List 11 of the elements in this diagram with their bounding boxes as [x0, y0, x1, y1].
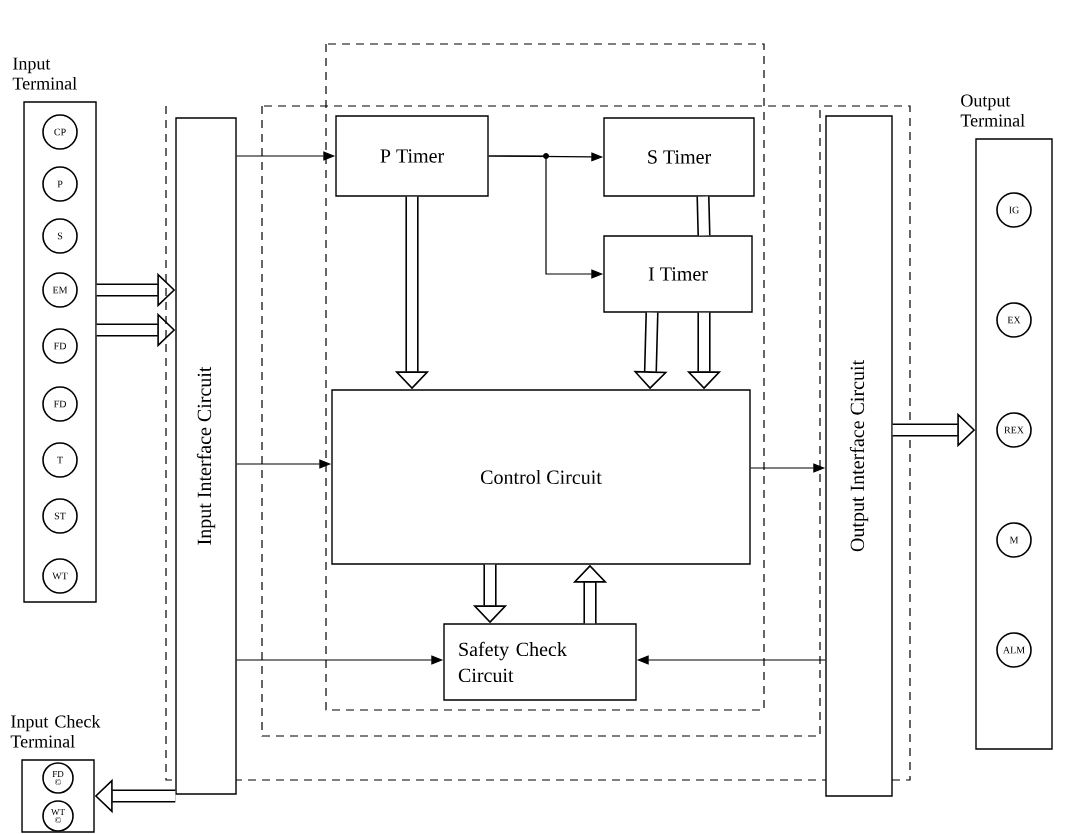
node-label: Output Terminal: [960, 94, 1025, 127]
circuit-box: P Timer: [335, 115, 489, 197]
circuit-box: Input Interface Circuit: [175, 117, 237, 795]
circuit-box: I Timer: [603, 235, 753, 313]
circuit-box: Control Circuit: [331, 389, 751, 565]
node-label: Input Check Terminal: [10, 714, 101, 748]
circuit-box: Output Interface Circuit: [825, 115, 893, 797]
node-label: Input Terminal: [12, 57, 77, 90]
bus-line: [696, 196, 711, 236]
circuit-box: Safety Check Circuit: [443, 623, 637, 701]
circuit-box: S Timer: [603, 117, 755, 197]
